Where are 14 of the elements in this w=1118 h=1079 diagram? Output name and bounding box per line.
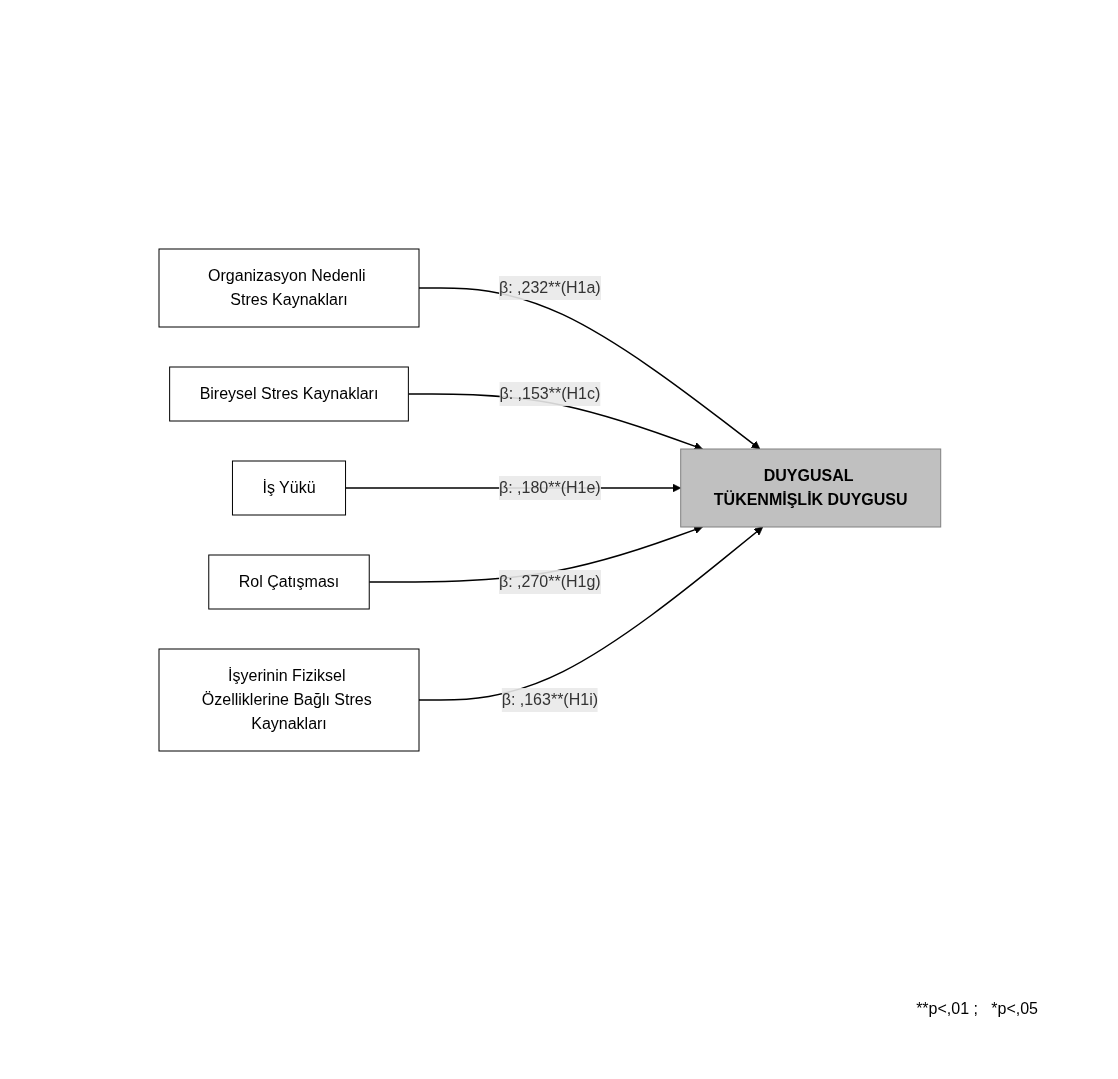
edge-label: β: ,163**(H1i) (501, 691, 599, 708)
edge-label: β: ,232**(H1a) (499, 279, 601, 296)
node-box: İş Yükü (232, 460, 347, 516)
node-box: Rol Çatışması (208, 554, 370, 610)
node-box: Bireysel Stres Kaynakları (169, 366, 409, 422)
node-box: DUYGUSAL TÜKENMİŞLİK DUYGUSU (680, 448, 942, 528)
note-text: **p<,01 ; *p<,05 (915, 1000, 1038, 1018)
node-box: İşyerinin Fiziksel Özelliklerine Bağlı Stres Kaynakları (158, 648, 420, 752)
arrow (418, 287, 761, 450)
edge-label: β: ,180**(H1e) (499, 479, 601, 496)
edge-label: β: ,153**(H1c) (499, 385, 601, 402)
node-box: Organizasyon Nedenli Stres Kaynakları (158, 248, 420, 328)
edge-label: β: ,270**(H1g) (499, 573, 601, 590)
arrow (418, 526, 764, 701)
